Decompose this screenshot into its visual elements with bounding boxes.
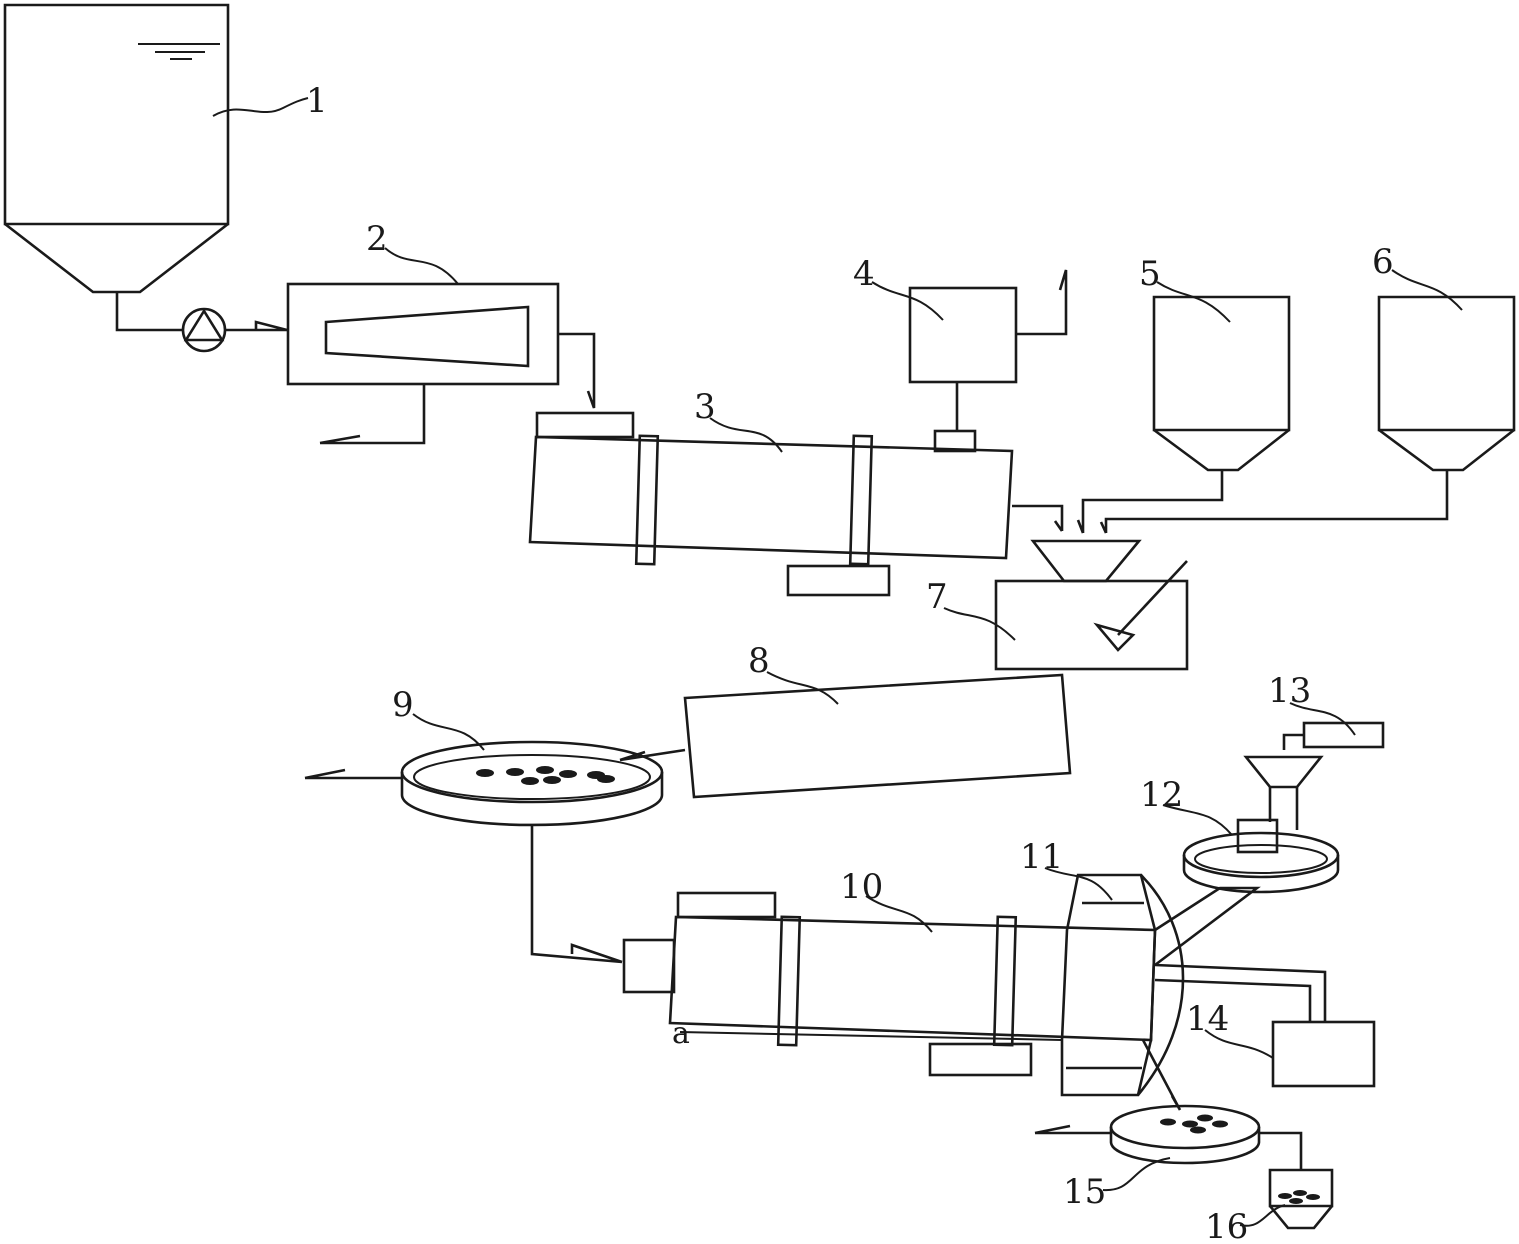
label-7: 7 [926,577,948,617]
label-10: 10 [840,867,883,907]
conveyor-8 [683,673,1072,799]
silo-6 [1377,295,1516,472]
sorter-outlet-line [1034,1124,1111,1135]
label-9: 9 [392,685,414,725]
label-2: 2 [366,219,388,259]
silo-5 [1152,295,1291,472]
mixer-7 [994,539,1189,671]
pelletizing-disc-9 [400,740,664,827]
pipe-separator-to-dryer [558,332,596,409]
label-15: 15 [1063,1172,1106,1212]
label-12: 12 [1140,775,1183,815]
pump-icon [181,307,227,353]
separator-2 [286,282,560,386]
label-8: 8 [748,641,770,681]
pipe-conveyor-to-disc [619,748,686,762]
pipe-dryer-to-mixer [1012,504,1064,532]
cooler-12 [1182,818,1340,894]
sorting-disc-15 [1109,1104,1261,1165]
pipe-silo6-to-mixer [1099,470,1449,534]
burner-unit-4 [908,269,1068,431]
separator-drain-line [319,384,426,445]
label-11: 11 [1020,837,1063,877]
leader-lines [212,97,1463,1227]
label-14: 14 [1186,999,1229,1039]
disc-overflow-line [304,768,402,780]
liquid-level-mark [138,43,220,60]
label-point-a: a [672,1016,690,1051]
pipe-silo5-to-mixer [1076,470,1224,534]
pipe-tank-to-pump [115,292,182,332]
storage-tank-1 [3,3,230,294]
label-1: 1 [306,81,328,121]
chute-kiln-to-sorter [1141,1039,1182,1111]
rotary-dryer-3 [528,411,1014,597]
label-5: 5 [1139,254,1161,294]
duct-kiln-to-cooler [1154,886,1261,967]
label-6: 6 [1372,242,1394,282]
kiln-hood-11 [1060,873,1185,1097]
product-bin-16 [1268,1168,1334,1230]
label-16: 16 [1205,1207,1248,1244]
feeder-13 [1243,721,1385,830]
rotary-kiln-10 [622,891,1157,1077]
duct-kiln-to-dust-collector [1154,963,1327,1022]
label-3: 3 [694,387,716,427]
pipe-disc-to-kiln [530,825,623,964]
dust-collector-14 [1271,1020,1376,1088]
label-13: 13 [1268,671,1311,711]
pipe-sorter-to-product [1259,1131,1303,1170]
pipe-pump-to-separator [225,320,288,332]
label-4: 4 [853,254,875,294]
